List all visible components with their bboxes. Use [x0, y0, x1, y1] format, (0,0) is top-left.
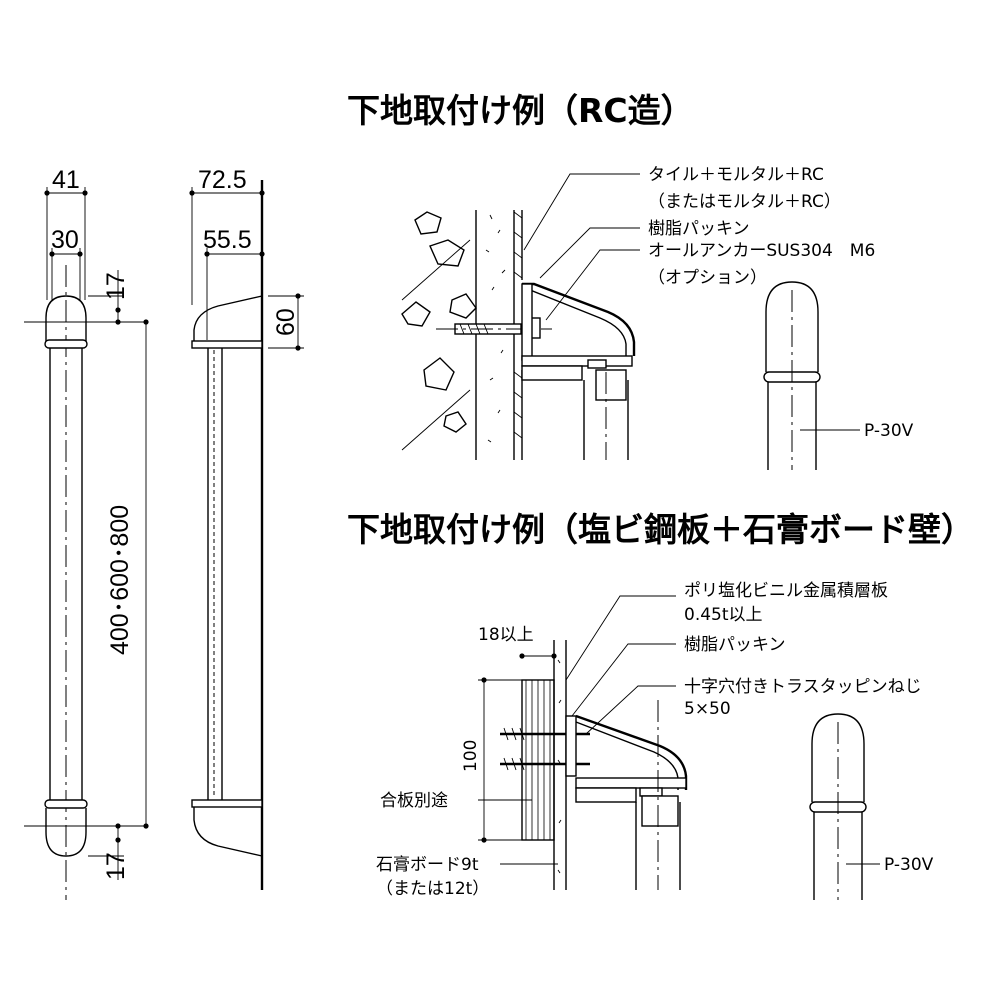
stone-shape [443, 411, 467, 433]
stone-shape [414, 211, 442, 235]
label-packing-pvc: 樹脂パッキン [684, 635, 786, 655]
label-model-rc: P-30V [864, 421, 914, 441]
side-view: 72.5 55.5 60 [189, 166, 304, 890]
dim-end-bottom: 17 [102, 852, 130, 880]
dim-height: 60 [272, 308, 300, 336]
dim-depth-inner: 55.5 [203, 226, 252, 254]
dim-top-inner: 30 [51, 226, 79, 254]
title-rc: 下地取付け例（RC造） [347, 91, 694, 130]
dim-end-top: 17 [102, 272, 130, 300]
front-view: 41 30 17 400･600･800 17 [24, 166, 149, 900]
stone-shape [429, 239, 465, 267]
label-anchor-2: （オプション） [648, 268, 767, 288]
label-screw-2: 5×50 [684, 699, 731, 719]
label-board-1: 石膏ボード9t [376, 854, 479, 875]
label-tile-1: タイル＋モルタル＋RC [648, 165, 824, 185]
label-plywood: 合板別途 [380, 791, 448, 811]
rc-detail: タイル＋モルタル＋RC （またはモルタル＋RC） 樹脂パッキン オールアンカーS… [401, 165, 914, 470]
label-anchor-1: オールアンカーSUS304 M6 [648, 241, 875, 261]
label-tile-2: （またはモルタル＋RC） [648, 192, 841, 212]
dim-length: 400･600･800 [106, 505, 134, 655]
dim-depth-outer: 72.5 [198, 166, 247, 194]
stone-shape [401, 301, 431, 327]
dim-top-outer: 41 [52, 166, 80, 194]
stone-shape [423, 357, 455, 391]
label-model-pvc: P-30V [884, 855, 934, 875]
label-panel-1: ポリ塩化ビニル金属積層板 [684, 581, 888, 601]
dim-100: 100 [461, 740, 481, 772]
stone-shape [449, 293, 477, 319]
label-board-2: （または12t） [376, 879, 489, 899]
label-packing: 樹脂パッキン [648, 219, 750, 239]
dim-18: 18以上 [478, 625, 534, 645]
pvc-detail: 18以上 100 ポリ塩化ビニル金属積層板 0.45t以上 樹脂パッキン 十字穴… [376, 581, 934, 900]
title-pvc: 下地取付け例（塩ビ鋼板＋石膏ボード壁） [347, 510, 974, 549]
label-panel-2: 0.45t以上 [684, 605, 763, 625]
label-screw-1: 十字穴付きトラスタッピンねじ [684, 677, 922, 697]
